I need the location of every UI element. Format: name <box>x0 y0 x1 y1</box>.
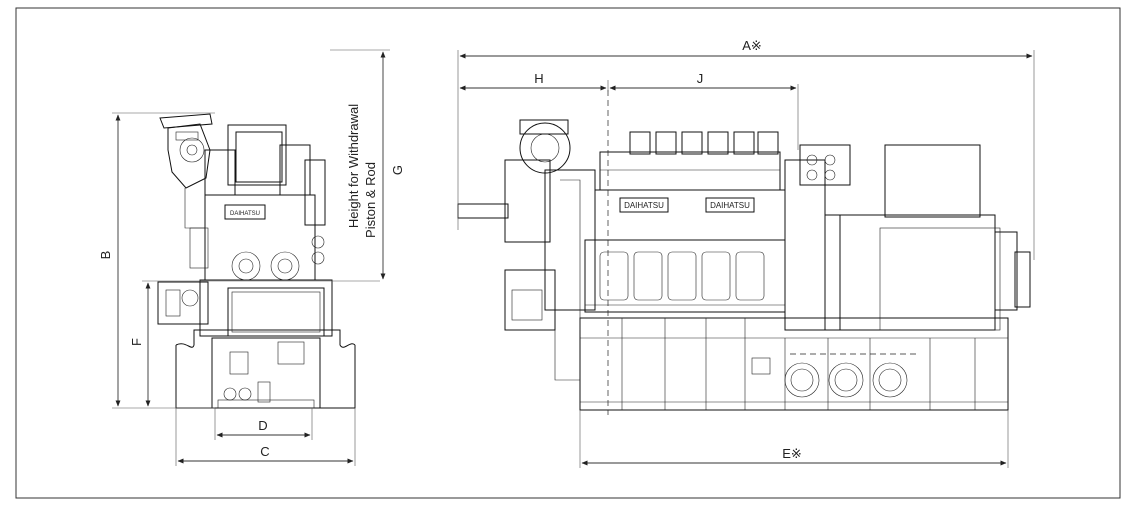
side-view: DAIHATSU DAIHATSU <box>457 90 1031 415</box>
height-withdrawal-text-line1: Height for Withdrawal <box>346 104 361 228</box>
dim-label-e: E※ <box>782 446 802 461</box>
side-brand-label-2: DAIHATSU <box>710 201 750 210</box>
dim-label-a: A※ <box>742 38 762 53</box>
dim-label-f: F <box>129 338 144 346</box>
dim-label-g: G <box>390 165 405 175</box>
dim-label-c: C <box>260 444 269 459</box>
height-withdrawal-text-line2: Piston & Rod <box>363 162 378 238</box>
side-brand-label-1: DAIHATSU <box>624 201 664 210</box>
dim-label-j: J <box>697 71 704 86</box>
dim-label-b: B <box>98 251 113 260</box>
drawing-border <box>15 7 1121 499</box>
front-dimensions: B F D C G Height for Withdrawal Piston &… <box>98 49 405 466</box>
dim-label-h: H <box>534 71 543 86</box>
side-dimensions: A※ H J E※ <box>457 38 1035 468</box>
front-brand-label: DAIHATSU <box>230 211 260 217</box>
front-view: DAIHATSU <box>157 113 356 409</box>
dim-label-d: D <box>258 418 267 433</box>
